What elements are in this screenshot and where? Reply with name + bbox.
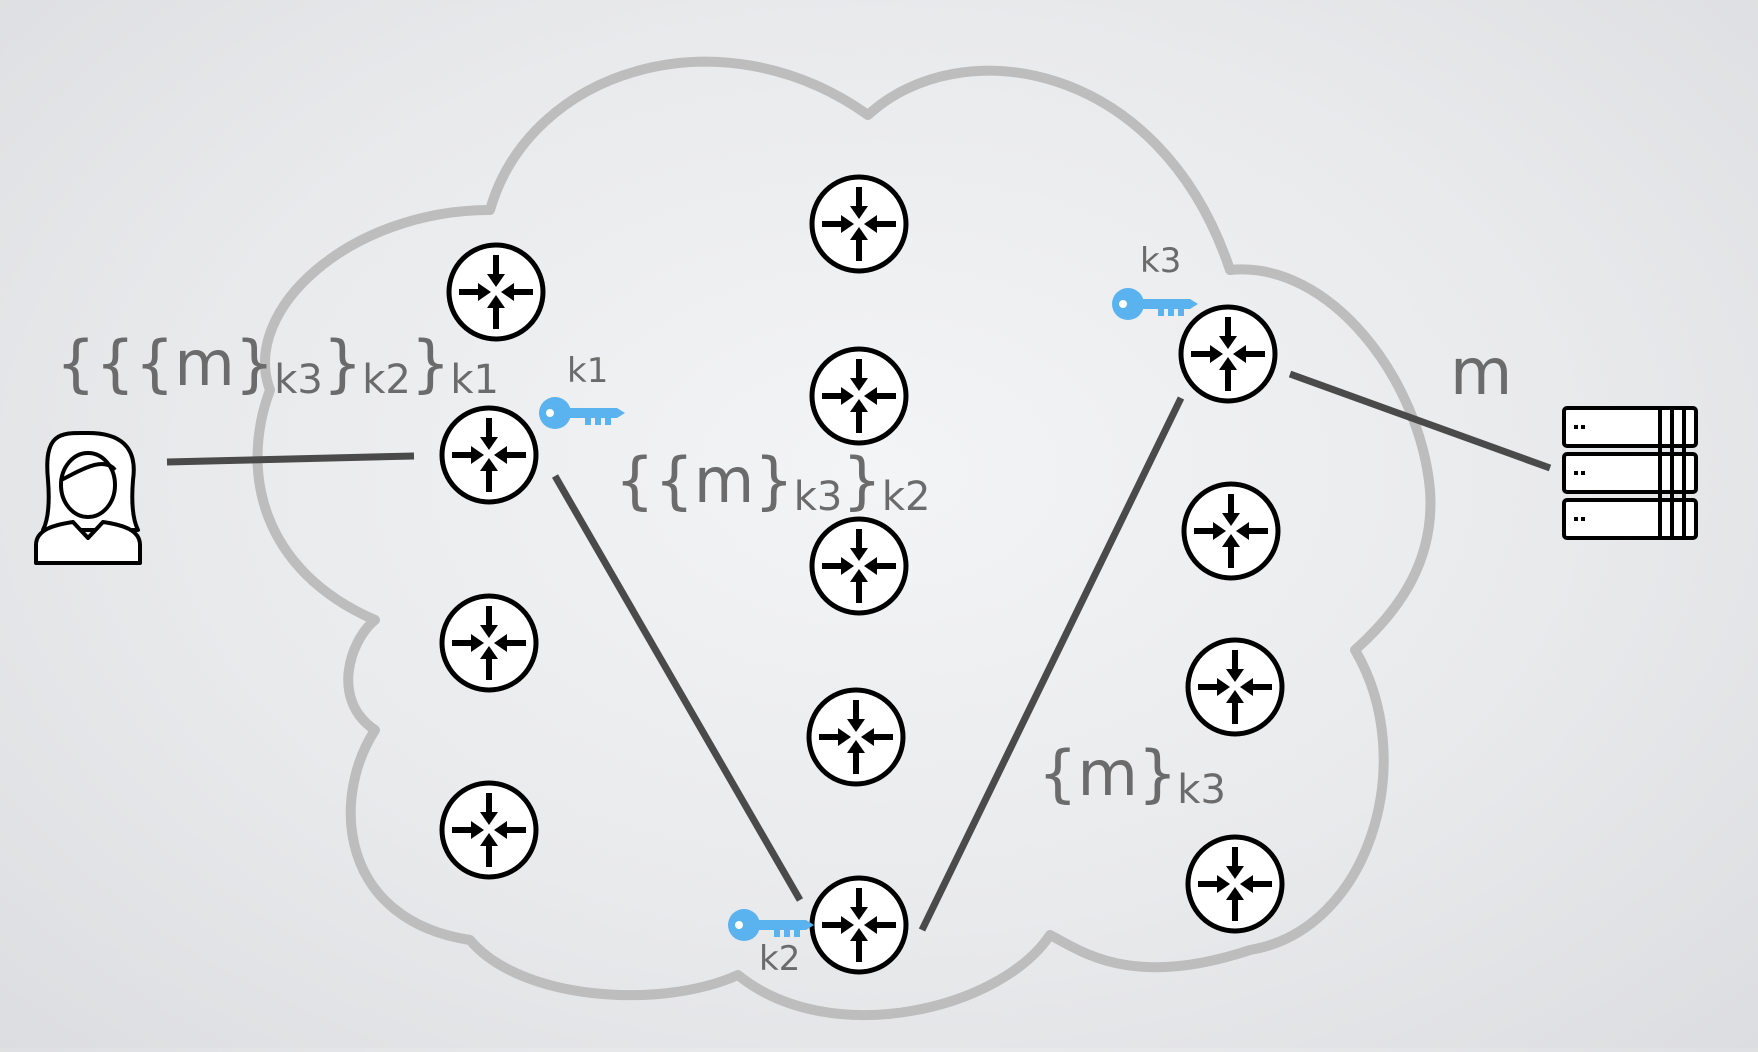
router-icon [809, 690, 903, 784]
key-icon [539, 397, 625, 429]
router-icon [1181, 307, 1275, 401]
router-icon [1188, 640, 1282, 734]
key-label-k3: k3 [1140, 241, 1181, 281]
link-router1-router2 [551, 474, 804, 902]
router-icon [449, 245, 543, 339]
router-icon [442, 783, 536, 877]
key-label-k2: k2 [759, 939, 800, 979]
link-router3-server [1288, 370, 1552, 472]
link-router2-router3 [918, 396, 1185, 932]
network-cloud [252, 56, 1436, 1020]
key-label-k1: k1 [567, 351, 608, 391]
router-icon [812, 878, 906, 972]
router-icon [812, 177, 906, 271]
key-icon [1112, 288, 1198, 320]
router-icon [812, 349, 906, 443]
message-at-client: {{{m}k3}k2}k1 [56, 327, 499, 403]
server-icon [1562, 406, 1698, 540]
message-plain: m [1450, 336, 1512, 410]
router-icon [442, 408, 536, 502]
router-icon [1184, 484, 1278, 578]
router-icon [442, 596, 536, 690]
user-icon [34, 430, 142, 565]
message-after-k2: {m}k3 [1038, 737, 1226, 813]
key-icon [728, 909, 814, 941]
router-icon [812, 519, 906, 613]
router-icon [1188, 837, 1282, 931]
message-after-k1: {{m}k3}k2 [615, 444, 930, 520]
link-client-router1 [166, 452, 415, 466]
